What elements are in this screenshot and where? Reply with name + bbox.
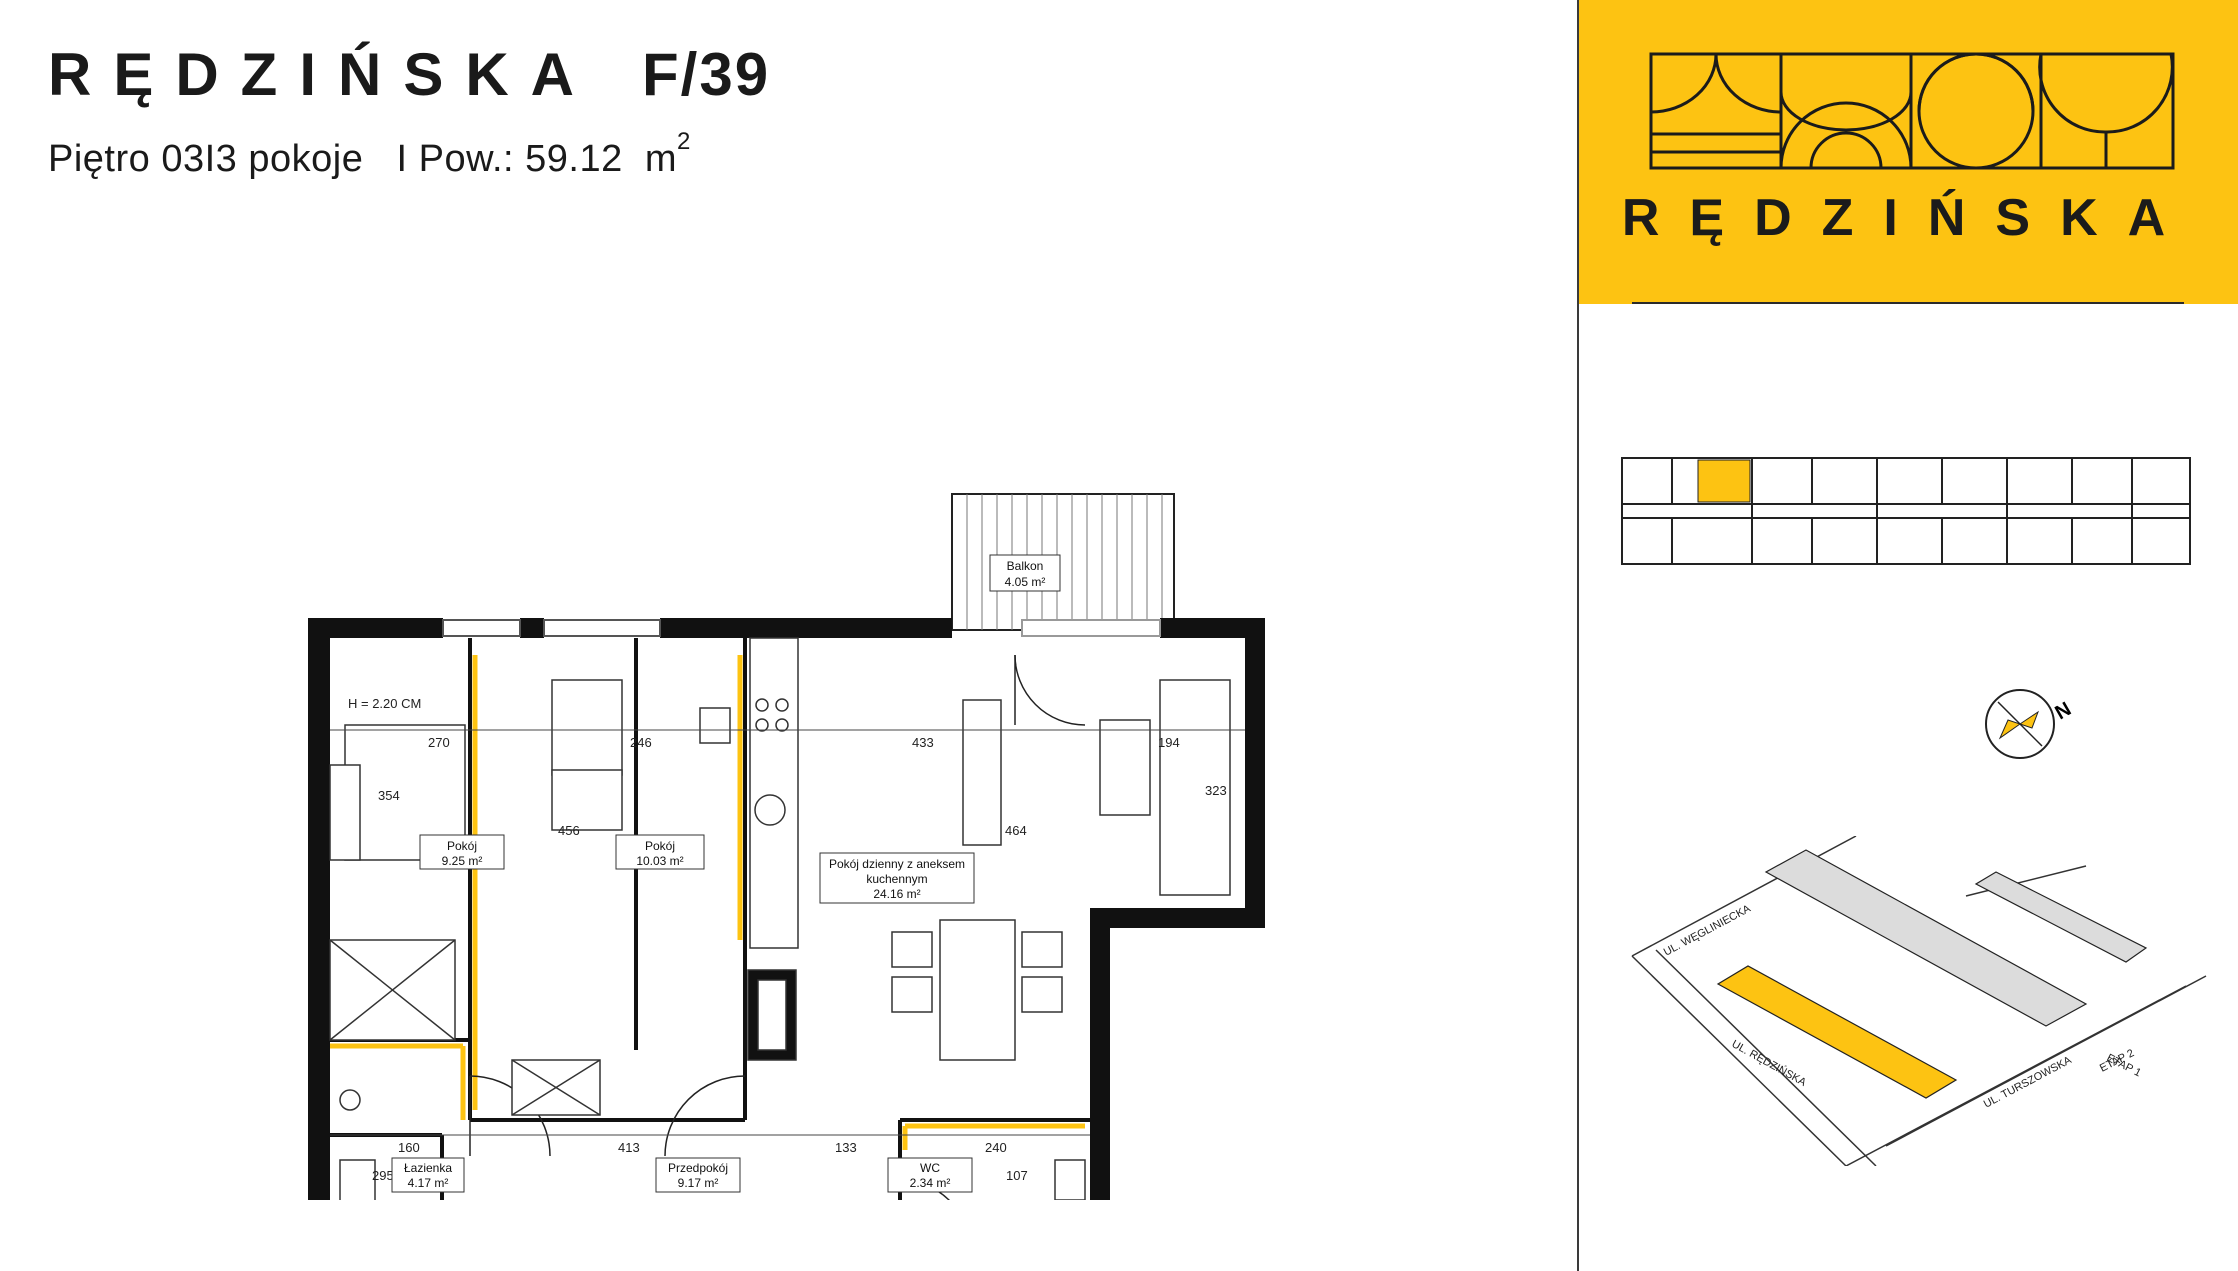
compass: N <box>1985 689 2076 759</box>
dim-107: 107 <box>1006 1168 1028 1183</box>
brand-logo-icon <box>1649 52 2175 170</box>
room-pokoj-1: Pokój 9.25 m² <box>419 834 505 870</box>
page-title: RĘDZIŃSKA F/39 <box>48 36 770 114</box>
svg-text:kuchennym: kuchennym <box>866 872 927 886</box>
room-przedpokoj: Przedpokój 9.17 m² <box>655 1157 741 1193</box>
dim-413: 413 <box>618 1140 640 1155</box>
svg-text:Przedpokój: Przedpokój <box>668 1161 728 1175</box>
project-name: RĘDZIŃSKA <box>48 41 597 108</box>
dim-133: 133 <box>835 1140 857 1155</box>
svg-text:WC: WC <box>920 1161 940 1175</box>
svg-text:Pokój dzienny z aneksem: Pokój dzienny z aneksem <box>829 857 965 871</box>
separator: I <box>204 138 216 180</box>
room-pokoj-dzienny: Pokój dzienny z aneksem kuchennym 24.16 … <box>819 852 975 904</box>
floor-label: Piętro 03 <box>48 138 205 180</box>
area-label: Pow.: <box>418 138 515 180</box>
dim-354: 354 <box>378 788 400 803</box>
accent-walls <box>330 655 1085 1150</box>
site-map: UL. WĘGLINIECKA UL. RĘDZIŃSKA UL. TURSZO… <box>1631 836 2207 1166</box>
room-wc: WC 2.34 m² <box>887 1157 973 1193</box>
compass-north-label: N <box>2052 698 2076 724</box>
panel-divider <box>1577 0 1579 1271</box>
unit-summary: Piętro 03I3 pokoje I Pow.: 59.12 m2 <box>48 128 770 181</box>
svg-text:24.16 m²: 24.16 m² <box>873 887 920 901</box>
dim-323: 323 <box>1205 783 1227 798</box>
brand-panel: RĘDZIŃSKA <box>1579 0 2238 304</box>
svg-text:2.34 m²: 2.34 m² <box>910 1176 951 1190</box>
room-labels: Balkon 4.05 m² Pokój 9.25 m² Pokój 10.03… <box>391 554 1061 1193</box>
svg-text:9.25 m²: 9.25 m² <box>442 854 483 868</box>
separator: I <box>396 138 408 180</box>
svg-text:Pokój: Pokój <box>645 839 675 853</box>
street-label: UL. TURSZOWSKA <box>1982 1054 2074 1111</box>
dim-295: 295 <box>372 1168 394 1183</box>
area-value: 59.12 <box>525 138 623 180</box>
unit-number: F/39 <box>642 41 771 108</box>
svg-text:4.05 m²: 4.05 m² <box>1005 575 1046 589</box>
floor-plan: H = 2.20 CM 270 246 433 194 354 456 464 … <box>308 493 1265 1200</box>
dim-194: 194 <box>1158 735 1180 750</box>
area-unit: m <box>644 138 678 180</box>
height-note: H = 2.20 CM <box>348 696 421 711</box>
keyplan-highlight <box>1697 459 1751 503</box>
svg-text:Łazienka: Łazienka <box>404 1161 452 1175</box>
room-pokoj-2: Pokój 10.03 m² <box>615 834 705 870</box>
dim-246: 246 <box>630 735 652 750</box>
windows <box>442 619 1161 637</box>
dimension-lines <box>330 729 1245 1136</box>
dim-160: 160 <box>398 1140 420 1155</box>
svg-text:4.17 m²: 4.17 m² <box>408 1176 449 1190</box>
exterior-walls <box>308 618 1265 1200</box>
dim-456: 456 <box>558 823 580 838</box>
svg-text:9.17 m²: 9.17 m² <box>678 1176 719 1190</box>
dim-464: 464 <box>1005 823 1027 838</box>
dim-240: 240 <box>985 1140 1007 1155</box>
room-balkon: Balkon 4.05 m² <box>989 554 1061 592</box>
rooms-count: 3 pokoje <box>215 138 364 180</box>
dim-270: 270 <box>428 735 450 750</box>
brand-name: RĘDZIŃSKA <box>1621 189 2196 247</box>
balcony <box>951 493 1175 631</box>
dim-433: 433 <box>912 735 934 750</box>
building-keyplan <box>1621 457 2191 565</box>
site-highlight <box>1716 965 1958 1099</box>
svg-text:10.03 m²: 10.03 m² <box>636 854 683 868</box>
room-lazienka: Łazienka 4.17 m² <box>391 1157 465 1193</box>
area-exponent: 2 <box>677 128 691 155</box>
street-label: UL. WĘGLINIECKA <box>1662 902 1753 958</box>
svg-text:Balkon: Balkon <box>1007 559 1044 573</box>
furniture <box>329 637 1231 1200</box>
brand-rule <box>1632 302 2184 304</box>
svg-text:Pokój: Pokój <box>447 839 477 853</box>
dimension-labels: H = 2.20 CM 270 246 433 194 354 456 464 … <box>348 696 1227 1183</box>
